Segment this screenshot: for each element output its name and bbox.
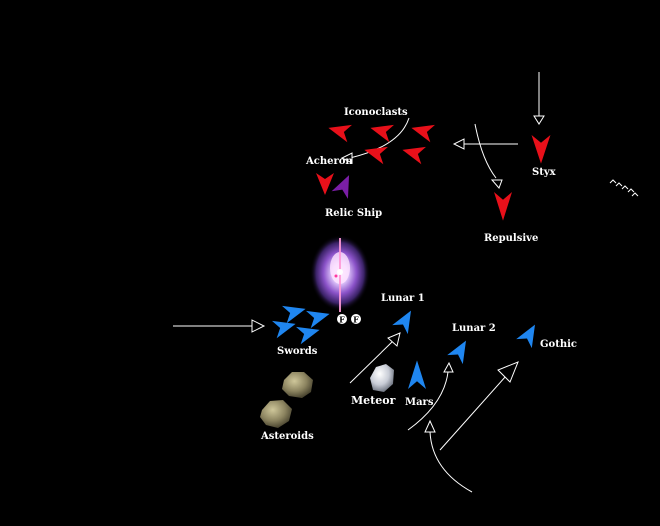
label-swords: Swords	[277, 346, 318, 357]
iconoclast-ship-1[interactable]	[326, 119, 352, 143]
iconoclast-ship-5[interactable]	[400, 141, 426, 165]
swords-ship-2[interactable]	[306, 305, 332, 329]
to-gothic-arrow	[439, 361, 519, 451]
label-relic-ship: Relic Ship	[325, 208, 383, 219]
label-asteroids: Asteroids	[261, 431, 314, 442]
label-acheron: Acheron	[306, 156, 353, 167]
meteor-to-lunar1-arrow	[349, 332, 401, 384]
swords-ship-4[interactable]	[296, 321, 322, 345]
label-iconoclasts: Iconoclasts	[344, 107, 408, 118]
asteroid-icon[interactable]	[282, 372, 313, 398]
bottom-curve-arrow	[424, 419, 473, 493]
fighter-marker-right[interactable]	[350, 313, 362, 325]
enemy-fleet	[316, 119, 551, 221]
relic-ship[interactable]	[331, 171, 358, 199]
acheron-ship[interactable]	[316, 173, 334, 195]
friendly-fleet	[272, 300, 543, 389]
swords-ship-3[interactable]	[272, 315, 298, 339]
styx-ship[interactable]	[531, 135, 551, 164]
label-repulsive: Repulsive	[484, 233, 539, 244]
fighter-marker-left-label: F	[339, 315, 345, 325]
styx-arrow	[533, 72, 545, 125]
iconoclast-ship-4[interactable]	[362, 141, 388, 165]
repulsive-arrow	[474, 123, 503, 189]
swords-entry-arrow	[173, 319, 266, 333]
fighter-marker-left[interactable]	[336, 313, 348, 325]
label-meteor: Meteor	[351, 394, 396, 407]
fighter-marker-right-label: F	[353, 315, 359, 325]
iconoclast-ship-3[interactable]	[409, 119, 435, 143]
styx-left-arrow	[452, 138, 518, 150]
repulsive-ship[interactable]	[494, 192, 512, 221]
meteor-icon[interactable]	[370, 364, 394, 392]
asteroid-field	[260, 372, 313, 428]
fighter-squadron-icon	[609, 179, 639, 197]
movement-arrows	[173, 72, 545, 493]
iconoclast-ship-2[interactable]	[368, 119, 394, 143]
lunar1-ship[interactable]	[392, 306, 419, 335]
label-styx: Styx	[532, 167, 556, 178]
label-lunar2: Lunar 2	[452, 323, 496, 334]
lunar2-ship[interactable]	[447, 336, 474, 365]
swords-ship-1[interactable]	[282, 300, 308, 324]
mars-to-lunar2-arrow	[407, 361, 454, 431]
gothic-ship[interactable]	[516, 320, 543, 349]
label-lunar1: Lunar 1	[381, 293, 425, 304]
iconoclasts-curve-arrow	[340, 117, 410, 164]
asteroid-icon[interactable]	[260, 400, 292, 428]
fighter-markers: F F	[336, 313, 362, 325]
label-mars: Mars	[405, 397, 434, 408]
pink-nebula-planet-icon[interactable]	[310, 235, 370, 312]
label-gothic: Gothic	[540, 339, 577, 350]
mars-ship[interactable]	[408, 360, 426, 389]
